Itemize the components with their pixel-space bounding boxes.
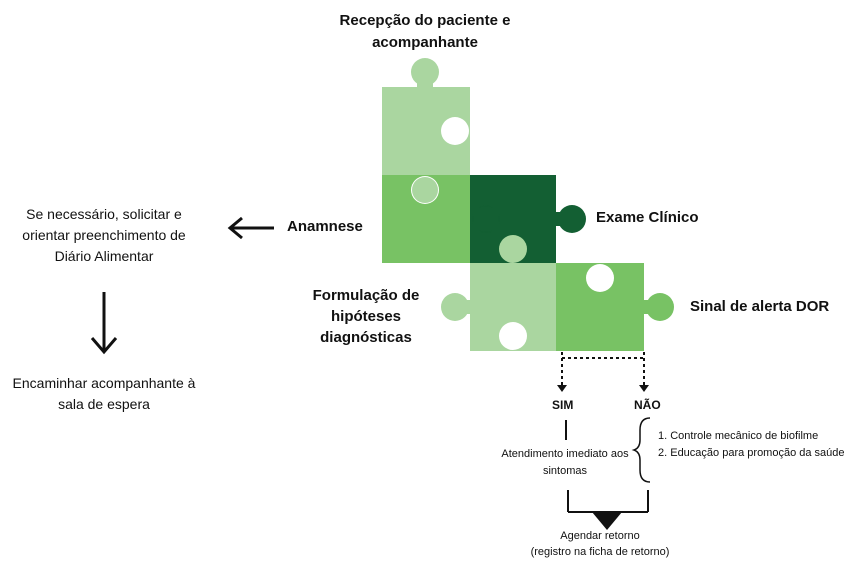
left-instruction: Se necessário, solicitar e orientar pree… <box>22 206 186 264</box>
puzzle-piece-recepcao <box>382 58 470 175</box>
list-item: 2. Educação para promoção da saúde <box>658 447 845 459</box>
label-formulacao: Formulação de hipóteses diagnósticas <box>312 287 420 346</box>
list-item: 1. Controle mecânico de biofilme <box>658 430 819 442</box>
arrow-sim-icon <box>557 385 567 392</box>
merge-connector <box>567 490 649 513</box>
label-sim: SIM <box>552 398 574 412</box>
brace-icon <box>631 417 651 483</box>
label-agendar: Agendar retorno (registro na ficha de re… <box>520 528 680 560</box>
puzzle-piece-formulacao <box>441 263 556 351</box>
label-nao: NÃO <box>634 398 661 412</box>
left-forward: Encaminhar acompanhante à sala de espera <box>12 375 196 412</box>
down-triangle-icon <box>592 512 622 530</box>
label-exame: Exame Clínico <box>596 209 699 226</box>
arrow-left-icon <box>227 216 274 240</box>
arrow-nao-icon <box>639 385 649 392</box>
label-sinal: Sinal de alerta DOR <box>690 298 830 315</box>
knob-recepcao <box>412 177 438 203</box>
label-atendimento: Atendimento imediato aos sintomas <box>501 448 629 477</box>
puzzle-piece-sinal <box>556 263 674 351</box>
knob-formulacao-top <box>499 235 527 263</box>
arrow-down-icon <box>90 292 118 355</box>
branch-dotted-lines <box>561 352 645 386</box>
knob-exame-left <box>473 206 499 232</box>
label-anamnese: Anamnese <box>287 218 363 235</box>
nao-list: 1. Controle mecânico de biofilme 2. Educ… <box>658 428 845 462</box>
agendar-line2: (registro na ficha de retorno) <box>530 546 670 558</box>
agendar-line1: Agendar retorno <box>560 530 640 542</box>
label-recepcao: Recepção do paciente e acompanhante <box>339 12 511 51</box>
